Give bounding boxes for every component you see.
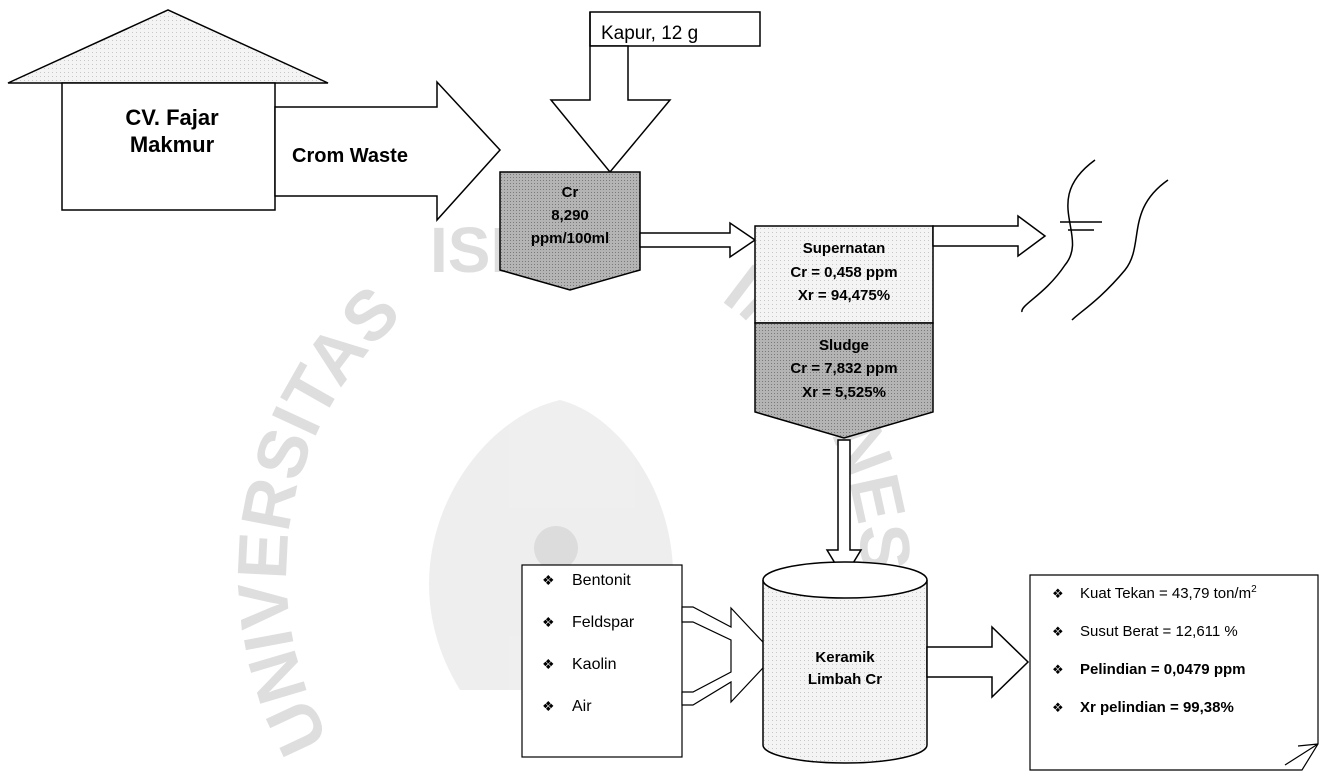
additives-box: ❖ Bentonit ❖ Feldspar ❖ Kaolin ❖ Air	[521, 564, 683, 758]
reactor-line2: 8,290	[551, 207, 589, 224]
supernatan-section	[754, 225, 934, 324]
factory-roof	[7, 9, 329, 84]
sludge-section	[754, 322, 934, 439]
bullet-icon: ❖	[1052, 586, 1064, 601]
reactor-line3: ppm/100ml	[531, 230, 609, 247]
reactor-vessel: Cr 8,290 ppm/100ml	[499, 171, 641, 291]
page-curl	[1284, 743, 1319, 766]
bullet-icon: ❖	[1052, 662, 1064, 677]
sludge-xr: Xr = 5,525%	[802, 384, 886, 401]
supernatan-cr: Cr = 0,458 ppm	[790, 264, 897, 281]
result-item: Susut Berat = 12,611 %	[1080, 623, 1238, 640]
result-item: Kuat Tekan = 43,79 ton/m2	[1080, 584, 1257, 602]
additive-item: Kaolin	[572, 656, 616, 673]
bullet-icon: ❖	[1052, 624, 1064, 639]
factory-building: CV. Fajar Makmur	[7, 9, 329, 211]
ceramic-to-results-arrow	[926, 625, 1030, 699]
ceramic-line1: Keramik	[815, 649, 875, 666]
supernatan-xr: Xr = 94,475%	[798, 287, 890, 304]
result-item: Xr pelindian = 99,38%	[1080, 699, 1234, 716]
sludge-cr: Cr = 7,832 ppm	[790, 360, 897, 377]
reactor-to-settler-arrow	[639, 221, 757, 259]
ceramic-line2: Limbah Cr	[808, 671, 882, 688]
results-document: ❖ Kuat Tekan = 43,79 ton/m2 ❖ Susut Berat =…	[1029, 574, 1319, 771]
kapur-arrow	[549, 12, 672, 174]
crom-waste-arrow: Crom Waste	[274, 80, 502, 222]
factory-wall	[61, 82, 276, 211]
bullet-icon: ❖	[542, 698, 555, 714]
factory-name-line2: Makmur	[130, 132, 215, 157]
sludge-title: Sludge	[819, 337, 869, 354]
additive-item: Air	[572, 698, 592, 715]
bullet-icon: ❖	[542, 656, 555, 672]
watermark-emblem-circle	[534, 526, 578, 570]
settling-tank: Supernatan Cr = 0,458 ppm Xr = 94,475% S…	[754, 225, 934, 439]
kapur-input: Kapur, 12 g	[549, 11, 761, 174]
results-list: ❖ Kuat Tekan = 43,79 ton/m2 ❖ Susut Berat =…	[1052, 584, 1257, 716]
supernatan-title: Supernatan	[803, 240, 886, 257]
kapur-label: Kapur, 12 g	[601, 23, 698, 44]
factory-name-line1: CV. Fajar	[125, 105, 219, 130]
bullet-icon: ❖	[542, 614, 555, 630]
additive-item: Feldspar	[572, 614, 635, 631]
reactor-line1: Cr	[562, 184, 579, 201]
bullet-icon: ❖	[1052, 700, 1064, 715]
bullet-icon: ❖	[542, 572, 555, 588]
additives-to-ceramic-arrow	[681, 606, 776, 706]
crom-waste-label: Crom Waste	[292, 145, 408, 167]
watermark-left-arc-text: UNIVERSITAS	[223, 271, 414, 767]
additive-item: Bentonit	[572, 572, 631, 589]
superscript: 2	[1251, 584, 1257, 595]
result-item: Pelindian = 0,0479 ppm	[1080, 661, 1245, 678]
ceramic-cylinder: Keramik Limbah Cr	[762, 561, 928, 764]
river-icon	[1021, 159, 1169, 321]
additive-list: ❖ Bentonit ❖ Feldspar ❖ Kaolin ❖ Air	[542, 572, 635, 715]
supernatan-to-river-arrow	[932, 214, 1047, 258]
